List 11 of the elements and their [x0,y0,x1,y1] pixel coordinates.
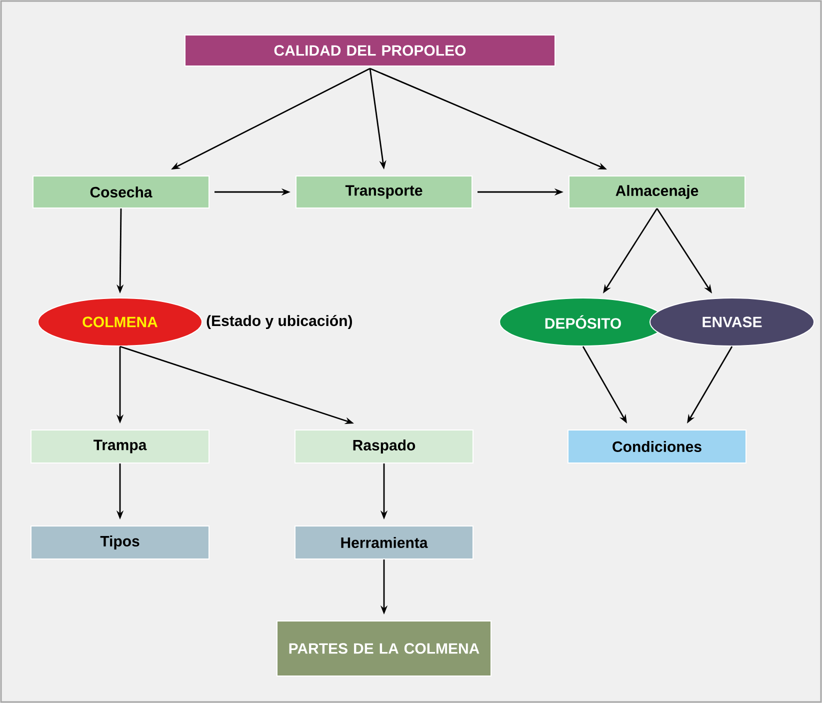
process-box: Tipos [30,526,210,560]
process-box: Trampa [30,430,210,464]
process-box: Herramienta [294,526,474,560]
process-box: Transporte [296,176,472,208]
process-box: Raspado [294,430,474,464]
process-box: Almacenaje [568,176,746,208]
process-box: Cosecha [32,176,210,208]
process-box: Condiciones [568,430,746,464]
node-caption: (Estado y ubicación) [206,314,352,330]
process-box: PARTES DE LA COLMENA [276,620,492,676]
title-box: CALIDAD DEL PROPOLEO [184,34,556,66]
